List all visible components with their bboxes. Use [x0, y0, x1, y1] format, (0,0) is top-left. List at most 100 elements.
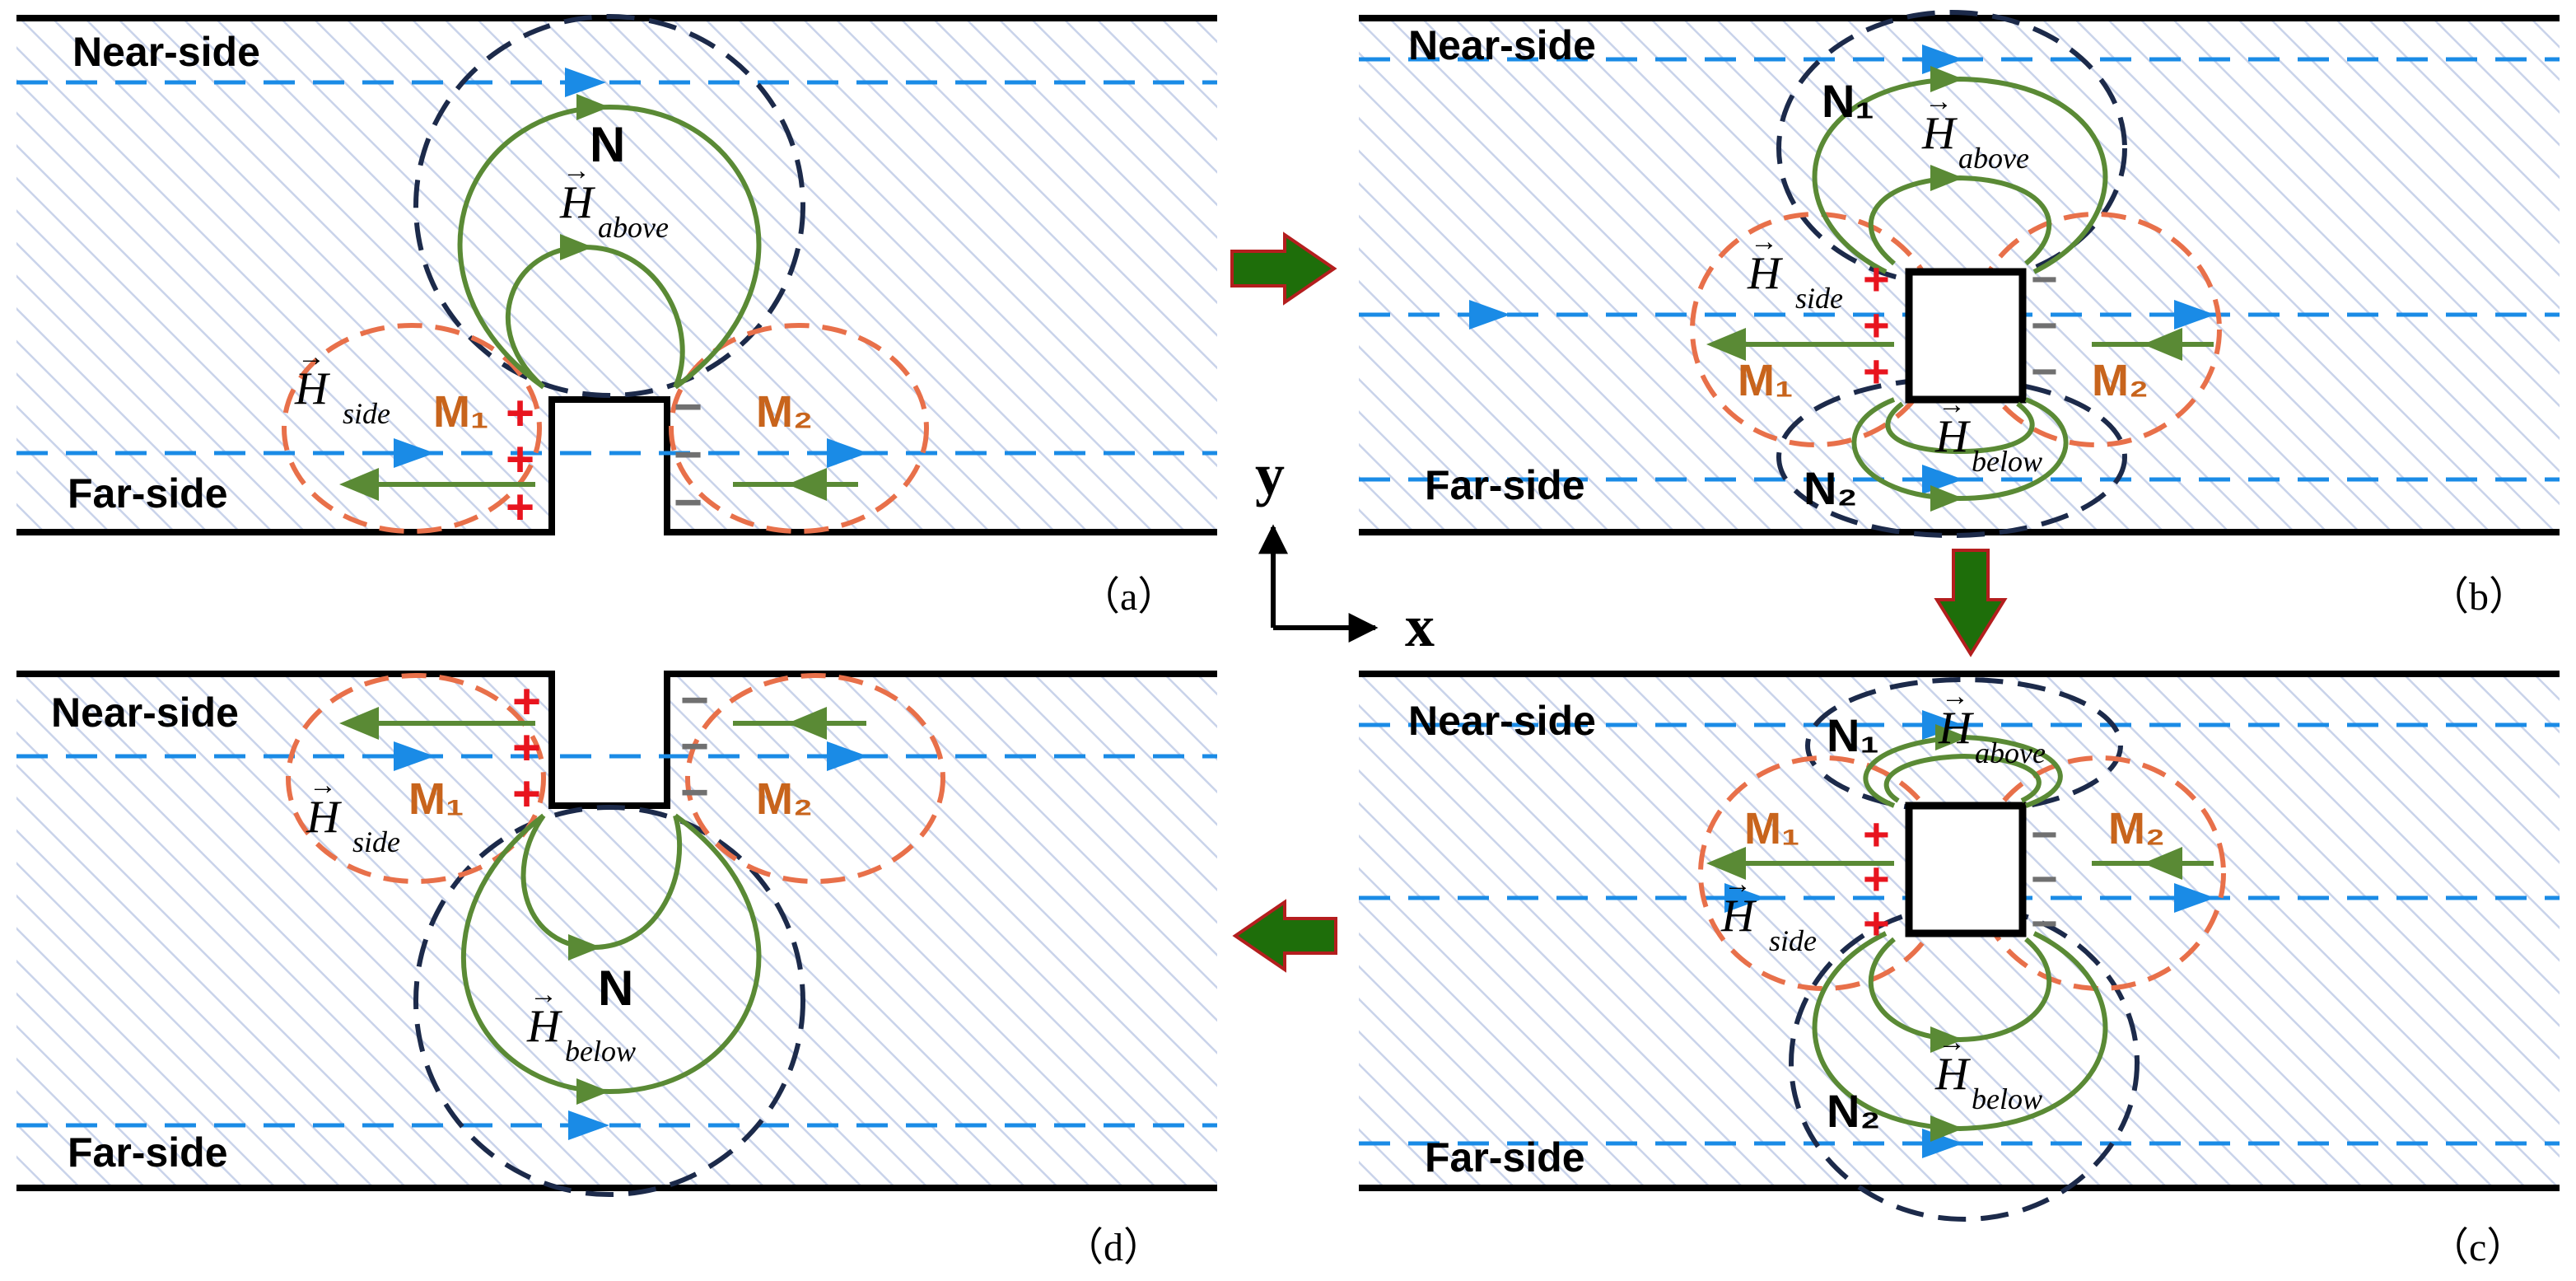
- plus-charge: +: [512, 720, 541, 775]
- arrow-head-icon: [339, 707, 379, 740]
- h-subscript: above: [1975, 736, 2046, 769]
- m2-region-ellipse: [1970, 212, 2222, 447]
- arrow-head-icon: [339, 468, 379, 501]
- minus-charge: −: [2031, 253, 2058, 305]
- block-arrow-icon: [1230, 231, 1337, 306]
- flow-arrow-icon: [2174, 883, 2215, 913]
- caption-a: （a）: [1080, 575, 1177, 619]
- plus-charge: +: [1863, 299, 1890, 351]
- minus-charge: −: [680, 672, 709, 727]
- plus-charge: +: [1863, 253, 1890, 305]
- n-region-ellipse: [413, 805, 805, 1197]
- h-subscript: above: [1958, 142, 2029, 175]
- plate-d: [16, 674, 1217, 1188]
- loop-arrow-icon: [568, 934, 601, 961]
- plus-charge: +: [1863, 345, 1890, 397]
- minus-charge: −: [674, 427, 702, 482]
- m2-label: M₂: [2108, 804, 2165, 853]
- h-subscript: side: [352, 825, 400, 858]
- loop-arrow-icon: [576, 94, 609, 120]
- flow-arrow-icon: [1922, 710, 1963, 740]
- minus-charge: −: [2031, 897, 2058, 949]
- flow-arrow-icon: [827, 438, 868, 468]
- minus-charge: −: [680, 718, 709, 774]
- h-subscript: side: [343, 397, 390, 430]
- plus-charge: +: [512, 766, 541, 821]
- h-subscript: below: [1972, 1082, 2042, 1115]
- plus-charge: +: [506, 432, 534, 487]
- far-side-label: Far-side: [1425, 1134, 1585, 1180]
- m1-region-ellipse: [282, 323, 542, 534]
- vector-arrow-icon: →: [1925, 86, 1953, 117]
- vector-arrow-icon: →: [297, 342, 325, 372]
- far-side-label: Far-side: [68, 470, 228, 517]
- loop-arrow-icon: [1935, 724, 1968, 750]
- plus-charge: +: [1863, 897, 1890, 949]
- vector-arrow-icon: →: [1938, 390, 1966, 420]
- plate-a: [16, 18, 1217, 532]
- h-subscript: above: [598, 211, 669, 244]
- n2-label: N₂: [1827, 1085, 1880, 1137]
- m2-label: M₂: [756, 387, 813, 437]
- n1-label: N₁: [1822, 75, 1874, 127]
- loop-arrow-icon: [1930, 485, 1963, 512]
- far-side-label: Far-side: [1425, 462, 1585, 508]
- vector-arrow-icon: →: [1750, 227, 1778, 257]
- h-side-label: H → side: [294, 342, 390, 430]
- arrow-head-icon: [1706, 847, 1746, 880]
- inner-h-loop-above: [1883, 753, 2042, 803]
- flow-arrow-icon: [2174, 300, 2215, 330]
- scatterer-block: [1905, 268, 2027, 404]
- arrow-head-icon: [1706, 328, 1746, 361]
- h-symbol: H: [526, 1001, 562, 1052]
- block-arrow-icon: [1232, 899, 1337, 973]
- plus-charge: +: [506, 386, 534, 441]
- inner-h-loop-below: [1885, 401, 2035, 455]
- h-symbol: H: [1934, 411, 1971, 462]
- m1-region-ellipse: [286, 673, 546, 884]
- arrow-head-icon: [787, 468, 827, 501]
- flow-arrow-icon: [1724, 883, 1766, 913]
- flow-arrow-icon: [1469, 300, 1510, 330]
- loop-arrow-icon: [1930, 1026, 1963, 1053]
- h-symbol: H: [1747, 248, 1783, 299]
- h-symbol: H: [306, 792, 342, 843]
- vector-arrow-icon: →: [1724, 869, 1752, 900]
- arrow-head-icon: [2143, 328, 2182, 361]
- vector-arrow-icon: →: [309, 770, 337, 801]
- h-symbol: H: [559, 177, 595, 228]
- arrow-head-icon: [787, 707, 827, 740]
- flow-arrow-icon: [568, 1110, 609, 1140]
- vector-arrow-icon: →: [562, 156, 590, 186]
- plus-charge: +: [506, 479, 534, 535]
- n-region-ellipse: [413, 14, 805, 398]
- minus-charge: −: [2031, 808, 2058, 860]
- flow-arrow-icon: [394, 741, 435, 771]
- x-axis-label: x: [1405, 593, 1435, 659]
- flow-arrow-icon: [565, 68, 606, 97]
- plus-charge: +: [512, 674, 541, 729]
- n-label: N: [598, 961, 633, 1016]
- h-below-label: H → below: [1934, 1027, 2042, 1115]
- h-side-label: H → side: [306, 770, 400, 858]
- plate-bottom-edge-notch: [16, 396, 1217, 535]
- plus-charge: +: [1863, 808, 1890, 860]
- far-side-label: Far-side: [68, 1129, 228, 1176]
- vector-arrow-icon: →: [1941, 681, 1969, 712]
- m2-region-ellipse: [669, 323, 929, 534]
- m2-label: M₂: [2092, 356, 2149, 405]
- loop-arrow-icon: [560, 234, 593, 260]
- h-subscript: side: [1795, 282, 1843, 315]
- vector-arrow-icon: →: [530, 979, 558, 1010]
- loop-arrow-icon: [576, 1078, 609, 1105]
- h-below-label: H → below: [1934, 390, 2042, 478]
- m2-region-ellipse: [1974, 755, 2226, 991]
- m1-label: M₁: [408, 774, 464, 824]
- n2-label: N₂: [1804, 462, 1857, 514]
- h-symbol: H: [1938, 703, 1974, 754]
- caption-c: （c）: [2429, 1226, 2526, 1269]
- near-side-label: Near-side: [72, 29, 260, 75]
- h-below-label: H → below: [526, 979, 636, 1068]
- near-side-label: Near-side: [1408, 698, 1596, 744]
